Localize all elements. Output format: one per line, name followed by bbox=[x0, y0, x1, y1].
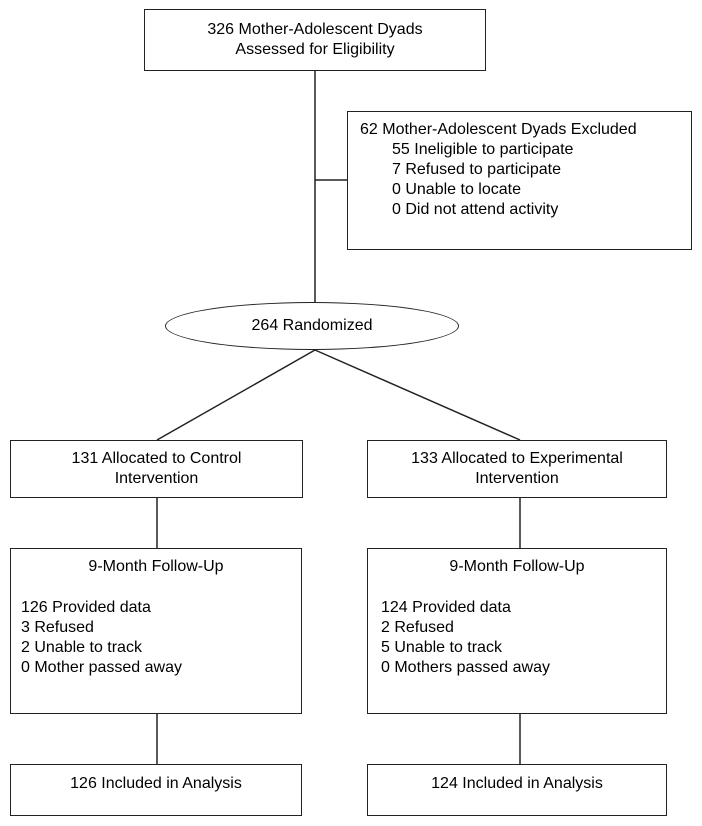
assessed-box: 326 Mother-Adolescent Dyads Assessed for… bbox=[144, 9, 486, 71]
experimental-analysis-label: 124 Included in Analysis bbox=[431, 775, 603, 792]
excluded-item: 0 Did not attend activity bbox=[392, 201, 559, 218]
excluded-box: 62 Mother-Adolescent Dyads Excluded 55 I… bbox=[347, 111, 692, 250]
control-followup-box: 9-Month Follow-Up 126 Provided data 3 Re… bbox=[10, 548, 302, 714]
experimental-followup-title: 9-Month Follow-Up bbox=[449, 558, 585, 575]
excluded-item: 7 Refused to participate bbox=[392, 161, 561, 178]
connector-randomized-to-experimental bbox=[314, 349, 521, 441]
excluded-title: 62 Mother-Adolescent Dyads Excluded bbox=[360, 121, 637, 138]
experimental-analysis-box: 124 Included in Analysis bbox=[367, 764, 667, 816]
control-allocated-box: 131 Allocated to Control Intervention bbox=[10, 440, 303, 498]
randomized-node: 264 Randomized bbox=[165, 302, 459, 350]
experimental-allocated-line2: Intervention bbox=[475, 470, 559, 487]
experimental-allocated-box: 133 Allocated to Experimental Interventi… bbox=[367, 440, 667, 498]
control-followup-title: 9-Month Follow-Up bbox=[88, 558, 224, 575]
assessed-line1: 326 Mother-Adolescent Dyads bbox=[207, 21, 423, 38]
control-followup-item: 126 Provided data bbox=[21, 599, 151, 616]
assessed-line2: Assessed for Eligibility bbox=[235, 41, 395, 58]
experimental-followup-item: 0 Mothers passed away bbox=[381, 659, 550, 676]
control-allocated-line1: 131 Allocated to Control bbox=[71, 450, 242, 467]
randomized-label: 264 Randomized bbox=[251, 317, 373, 334]
control-followup-item: 0 Mother passed away bbox=[21, 659, 182, 676]
connector-randomized-to-control bbox=[156, 349, 316, 441]
excluded-item: 55 Ineligible to participate bbox=[392, 141, 574, 158]
experimental-followup-item: 124 Provided data bbox=[381, 599, 511, 616]
control-analysis-label: 126 Included in Analysis bbox=[70, 775, 242, 792]
control-followup-item: 2 Unable to track bbox=[21, 639, 142, 656]
control-allocated-line2: Intervention bbox=[114, 470, 199, 487]
control-analysis-box: 126 Included in Analysis bbox=[10, 764, 302, 816]
experimental-allocated-line1: 133 Allocated to Experimental bbox=[411, 450, 623, 467]
control-followup-item: 3 Refused bbox=[21, 619, 94, 636]
experimental-followup-item: 5 Unable to track bbox=[381, 639, 502, 656]
experimental-followup-item: 2 Refused bbox=[381, 619, 454, 636]
excluded-item: 0 Unable to locate bbox=[392, 181, 521, 198]
experimental-followup-box: 9-Month Follow-Up 124 Provided data 2 Re… bbox=[367, 548, 667, 714]
